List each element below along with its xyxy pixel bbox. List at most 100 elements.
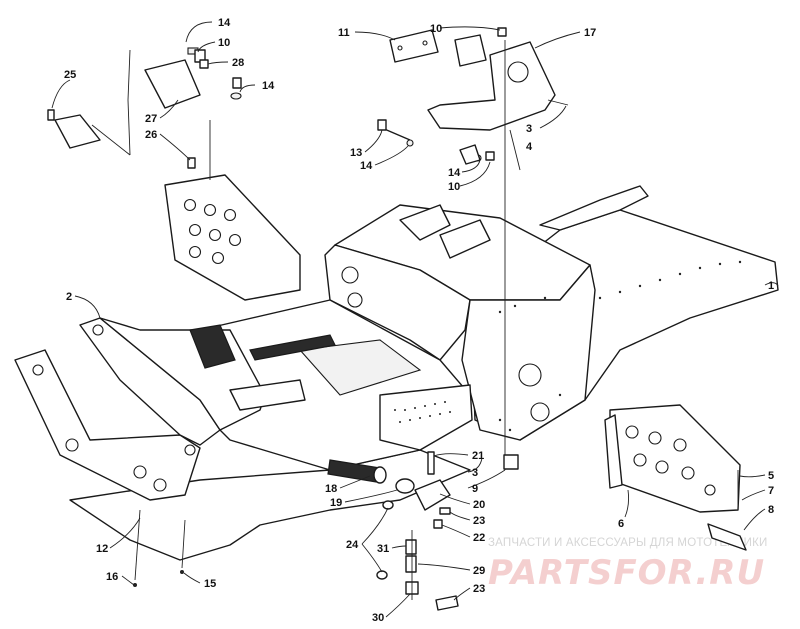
washer-14 <box>230 92 242 100</box>
frame-hole <box>518 363 542 387</box>
footrest-hole <box>228 233 242 247</box>
washer-24 <box>382 500 394 510</box>
bracket-17 <box>427 41 556 131</box>
belly-pan-fasteners <box>133 509 186 587</box>
footrest-hole <box>648 431 662 445</box>
callout-5: 5 <box>768 470 774 482</box>
shock-linkage-hardware <box>327 451 519 611</box>
callout-14: 14 <box>262 80 275 92</box>
callout-23: 23 <box>473 515 485 527</box>
block-9 <box>503 454 519 470</box>
bushing-29 <box>405 555 417 573</box>
callout-17: 17 <box>584 27 596 39</box>
callout-19: 19 <box>330 497 342 509</box>
washer-24 <box>376 570 388 580</box>
footrest-hole <box>655 460 669 474</box>
footrest-hole <box>183 198 197 212</box>
bracket-small <box>459 144 481 165</box>
explode-guide <box>181 519 186 569</box>
callout-13: 13 <box>350 147 362 159</box>
nut-22 <box>433 519 443 529</box>
frame-hole <box>341 266 359 284</box>
callout-18: 18 <box>325 483 337 495</box>
upper-bracket-assembly <box>377 27 569 470</box>
strap-8 <box>707 523 747 551</box>
frame-top-bracket <box>399 204 451 241</box>
explode-guide <box>127 49 131 156</box>
shock-end-18 <box>373 466 387 484</box>
callout-9: 9 <box>472 483 478 495</box>
callout-10: 10 <box>218 37 230 49</box>
callout-29: 29 <box>473 565 485 577</box>
frame-rear-top-flange <box>539 185 649 231</box>
callout-1: 1 <box>768 280 774 292</box>
footrest-hole <box>704 484 716 496</box>
bushing-19 <box>395 478 415 494</box>
rivet-15 <box>180 570 184 574</box>
link-20 <box>414 479 451 511</box>
callout-14: 14 <box>448 167 461 179</box>
bracket-11 <box>389 29 439 63</box>
perforation-dots <box>394 401 451 423</box>
suspension-bolt-hole <box>153 478 167 492</box>
suspension-rail <box>249 334 336 361</box>
callout-labels: 14 10 28 14 25 27 26 11 10 17 3 4 13 14 … <box>64 17 774 624</box>
callout-15: 15 <box>204 578 216 590</box>
frame-top-bracket <box>439 219 491 259</box>
footrest-hole <box>625 425 639 439</box>
suspension-arm-mount <box>229 379 306 411</box>
callout-11: 11 <box>338 27 350 39</box>
footrest-hole <box>203 203 217 217</box>
bracket-hole <box>397 45 403 51</box>
bolt-23b <box>435 595 459 611</box>
footrest-right-assembly <box>604 404 747 551</box>
spacer-31 <box>405 539 417 555</box>
bracket-17-tab <box>454 34 487 67</box>
bulkhead-perforated-side <box>379 384 473 451</box>
suspension-bolt-hole <box>133 465 147 479</box>
screw-26 <box>187 157 196 169</box>
callout-30: 30 <box>372 612 384 624</box>
callout-3: 3 <box>526 123 532 135</box>
footrest-left-assembly <box>47 47 301 301</box>
callout-14: 14 <box>218 17 231 29</box>
bulkhead-floor-panel <box>298 339 422 396</box>
callout-22: 22 <box>473 532 485 544</box>
callout-24: 24 <box>346 539 359 551</box>
suspension-side-plate-left <box>14 349 201 501</box>
callout-3: 3 <box>472 467 478 479</box>
footrest-hole <box>633 453 647 467</box>
front-suspension-frame <box>14 317 336 501</box>
footrest-hole <box>188 245 202 259</box>
footrest-hole <box>188 223 202 237</box>
watermark-tagline: ЗАПЧАСТИ И АКСЕССУАРЫ ДЛЯ МОТОТЕХНИКИ <box>488 537 768 549</box>
explode-guide <box>91 124 131 156</box>
callout-21: 21 <box>472 450 484 462</box>
callout-leaders <box>51 21 779 618</box>
explode-guide <box>509 129 521 171</box>
callout-25: 25 <box>64 69 76 81</box>
footrest-hole <box>673 438 687 452</box>
bolt-23a <box>439 507 451 515</box>
explode-guide <box>134 509 141 581</box>
footrest-hole <box>211 251 225 265</box>
frame-hole <box>530 402 550 422</box>
bracket-25-plate <box>54 114 101 149</box>
callout-12: 12 <box>96 543 108 555</box>
callout-26: 26 <box>145 129 157 141</box>
callout-20: 20 <box>473 499 485 511</box>
rivet-16 <box>133 583 137 587</box>
suspension-bolt-hole <box>65 438 79 452</box>
screw-25 <box>47 109 55 121</box>
frame-front-wall <box>461 264 596 441</box>
watermark-logo-text: PARTSFOR.RU <box>488 553 765 593</box>
main-frame <box>324 185 779 441</box>
callout-10: 10 <box>448 181 460 193</box>
frame-rivets <box>498 260 742 432</box>
watermark: ЗАПЧАСТИ И АКСЕССУАРЫ ДЛЯ МОТОТЕХНИКИ PA… <box>488 537 768 593</box>
callout-2: 2 <box>66 291 72 303</box>
callout-16: 16 <box>106 571 118 583</box>
bracket-hole <box>422 40 428 46</box>
callout-23: 23 <box>473 583 485 595</box>
